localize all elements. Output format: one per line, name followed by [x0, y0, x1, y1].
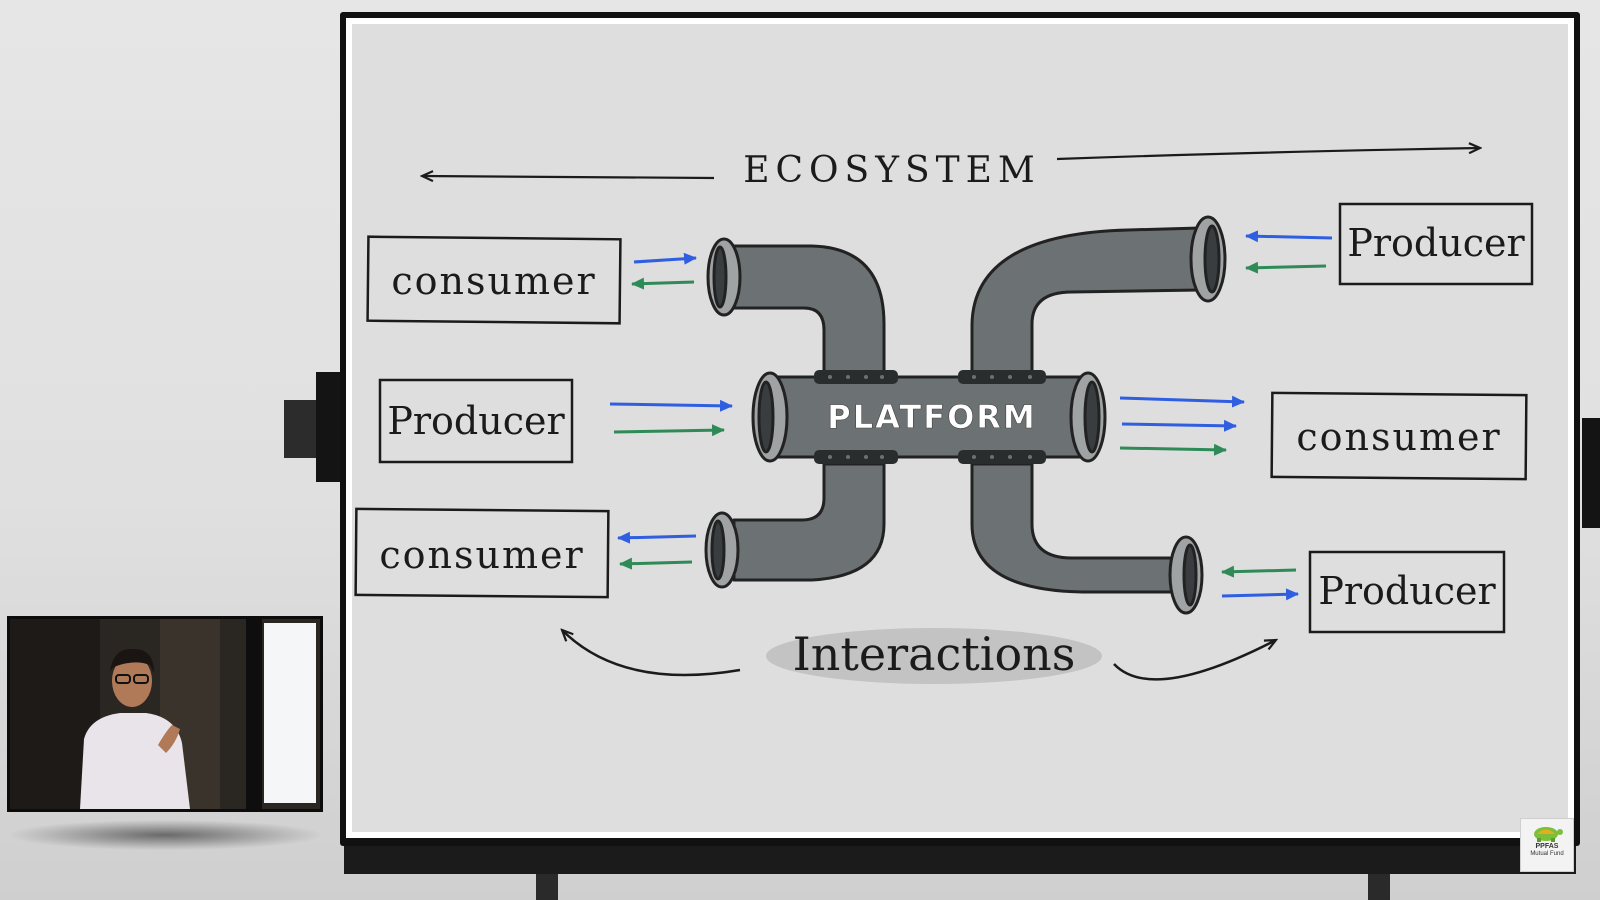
presenter-figure — [80, 648, 190, 809]
node-left-mid-label: Producer — [387, 399, 565, 443]
monitor-right-bracket — [1582, 418, 1600, 528]
monitor-stand-bar — [344, 846, 1576, 874]
interactions-label: Interactions — [793, 627, 1076, 681]
interactions-highlight — [766, 628, 1102, 684]
node-right-mid: consumer — [1270, 391, 1528, 481]
turtle-icon — [1534, 827, 1563, 842]
flow-arrows-left-mid — [609, 399, 733, 437]
flow-arrows-right-mid — [1119, 395, 1245, 456]
monitor-left-mount — [284, 400, 318, 458]
logo-line1: PPFAS — [1535, 843, 1559, 850]
presenter-video-inset[interactable] — [7, 616, 323, 812]
pipe-flanges — [814, 370, 1046, 464]
monitor-left-bracket — [316, 372, 342, 482]
monitor-leg-left — [536, 874, 558, 900]
flow-arrows-left-bottom — [617, 531, 697, 570]
flow-arrows-right-bottom — [1221, 565, 1299, 601]
diagram-title: ECOSYSTEM — [743, 150, 1041, 191]
pipe-openings — [704, 215, 1227, 615]
node-right-bottom-label: Producer — [1318, 569, 1496, 613]
flow-arrows-right-top — [1245, 230, 1333, 274]
video-inset-shadow — [10, 820, 320, 850]
ppfas-logo: PPFAS Mutual Fund — [1520, 818, 1574, 872]
ecosystem-diagram: ECOSYSTEM — [354, 24, 1534, 684]
node-left-bottom: consumer — [354, 507, 610, 599]
node-right-bottom: Producer — [1308, 550, 1506, 634]
node-right-top: Producer — [1338, 202, 1534, 286]
node-right-top-label: Producer — [1347, 221, 1525, 265]
node-right-mid-label: consumer — [1296, 415, 1501, 459]
node-left-bottom-label: consumer — [379, 533, 584, 577]
flow-arrows-left-top — [631, 252, 697, 290]
pipe-network — [732, 226, 1202, 594]
node-left-mid: Producer — [378, 378, 574, 464]
presenter-video-thumbnail — [10, 619, 320, 809]
logo-line2: Mutual Fund — [1530, 851, 1564, 857]
interactions-arrows — [562, 630, 1276, 681]
platform-label: PLATFORM — [827, 398, 1037, 436]
ecosystem-span-arrow — [422, 148, 1480, 178]
node-left-top: consumer — [366, 235, 622, 325]
monitor-leg-right — [1368, 874, 1390, 900]
node-left-top-label: consumer — [391, 259, 596, 303]
